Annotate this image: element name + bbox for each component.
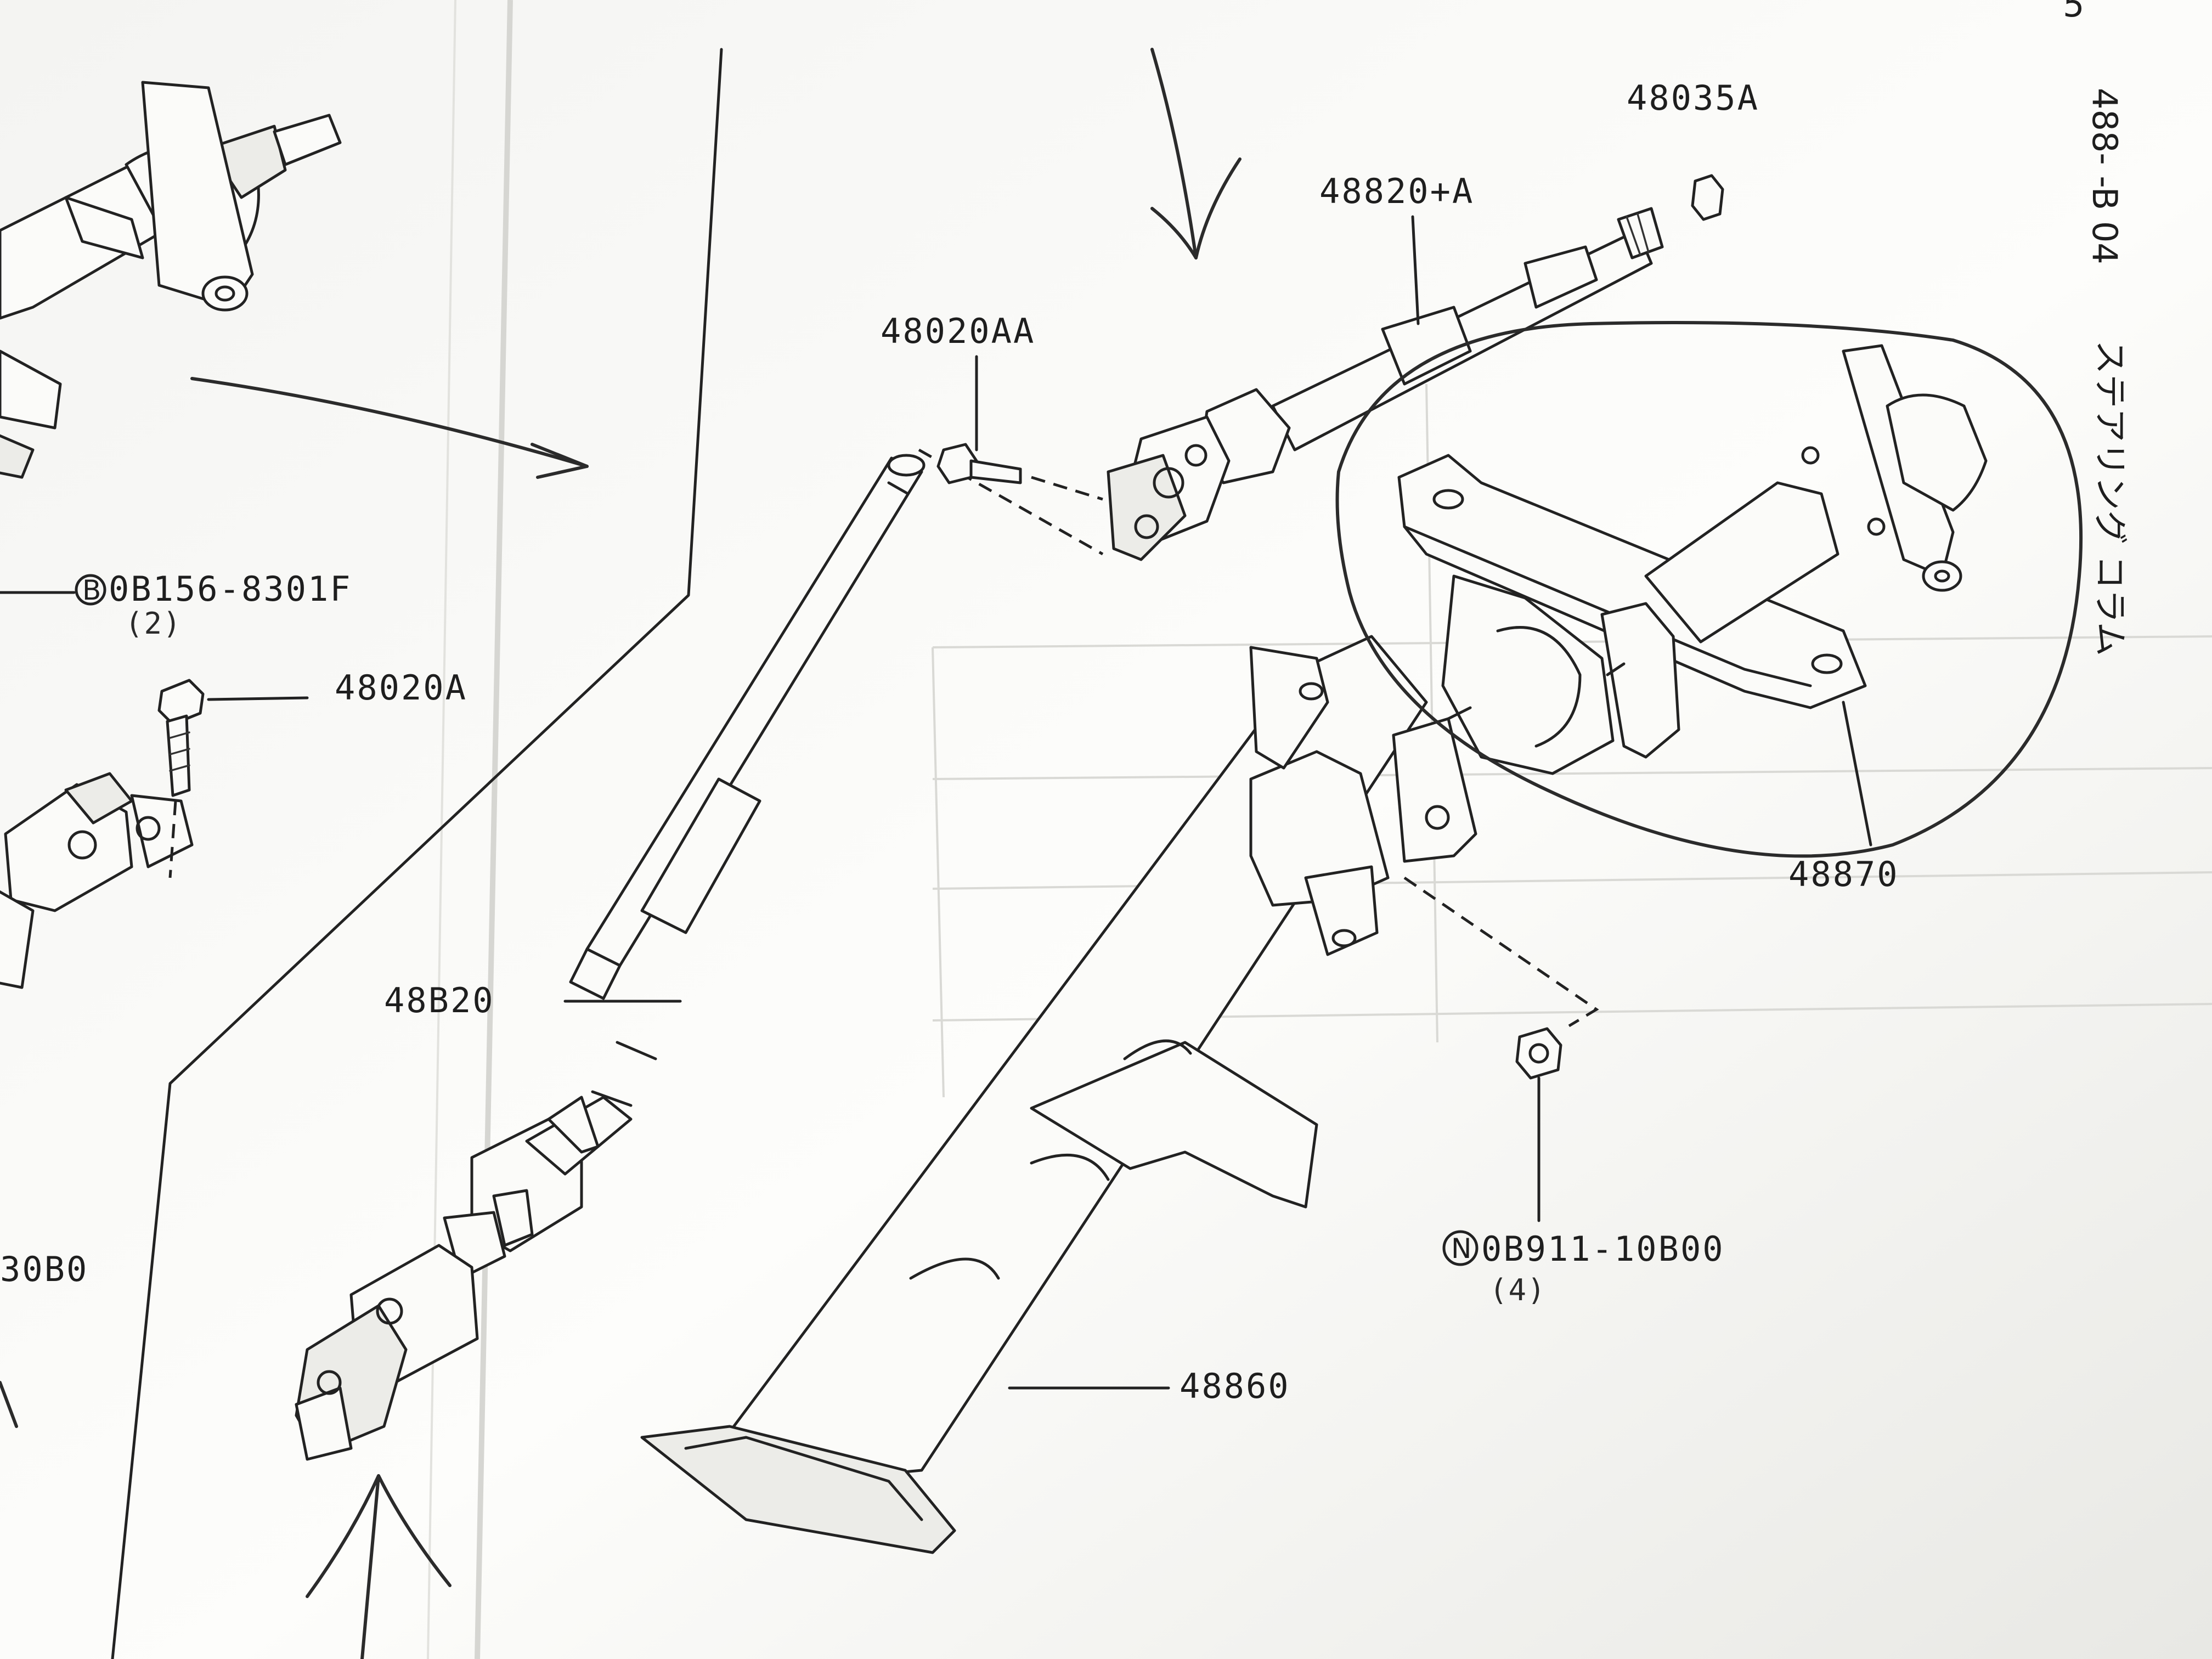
label-48020A: 48020A (335, 668, 467, 708)
label-48860: 48860 (1180, 1366, 1290, 1406)
section-divider (111, 48, 723, 1659)
intermediate-shaft-48B20 (295, 454, 926, 1461)
label-48870: 48870 (1788, 854, 1899, 894)
circled-letter-icon-n (1442, 1230, 1479, 1266)
bolt-48020AA (936, 443, 1103, 501)
label-08911: 0B911-10B00 (1481, 1229, 1725, 1269)
label-48B20: 48B20 (384, 980, 495, 1020)
label-08911-symbol: N (1451, 1233, 1471, 1265)
bolt-48020A (157, 679, 205, 878)
page-mark: 5 (2063, 0, 2084, 25)
nut-08911-10B00 (1515, 1027, 1562, 1080)
leader-lines (0, 215, 1872, 1390)
header-title: ステアリング コラム (2090, 340, 2130, 656)
vertical-header: 488- -B 04 ステアリング コラム (2085, 88, 2130, 656)
column-bracket-48870 (1397, 344, 1988, 775)
circled-letter-icon (75, 574, 106, 606)
left-partial-column-assembly (0, 81, 342, 479)
label-08156: 0B156-8301F (109, 569, 352, 609)
label-08156-symbol: B (82, 574, 101, 606)
hand-drawn-arrow-icon-bottom (306, 1474, 452, 1659)
hand-drawn-arrow-icon-left (190, 377, 589, 479)
margin-arrow-mark (0, 1381, 18, 1428)
oring-48035A (1691, 174, 1724, 221)
label-08911-qty: (4) (1489, 1273, 1547, 1307)
header-code: 488- -B 04 (2085, 88, 2125, 264)
hand-drawn-circle (1335, 321, 2083, 858)
hand-drawn-arrow-icon (1150, 48, 1242, 259)
column-tube-48860 (640, 635, 1477, 1554)
left-universal-joint (0, 772, 194, 989)
label-08156-qty: (2) (125, 606, 182, 641)
label-48020AA: 48020AA (881, 311, 1035, 351)
label-48035A: 48035A (1627, 78, 1759, 118)
alignment-line-nut (1403, 876, 1599, 1028)
label-48820A: 48820+A (1319, 171, 1474, 211)
upper-shaft-48820A (1107, 207, 1664, 561)
paper-crease (475, 0, 513, 1659)
label-30B0: 30B0 (0, 1249, 88, 1289)
